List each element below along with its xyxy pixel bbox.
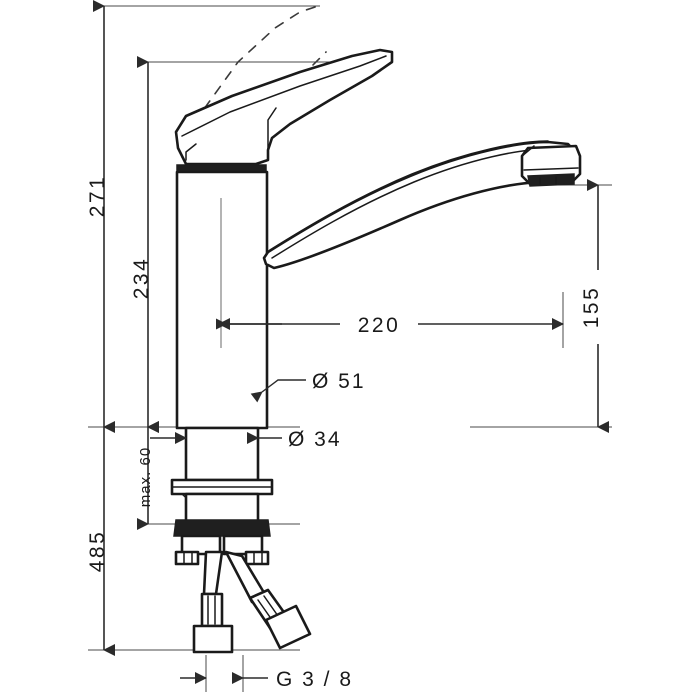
label-base-diameter: Ø 51	[312, 370, 366, 393]
dimension-overall-height: 271	[86, 0, 115, 433]
spout-arm	[262, 140, 582, 270]
dimension-234-label: 234	[130, 257, 153, 300]
dimension-155-label: 155	[580, 286, 603, 329]
dimension-max60-label: max. 60	[137, 447, 154, 507]
dimension-thread: G 3 / 8	[180, 668, 353, 691]
mounting-hardware	[170, 478, 274, 566]
dimension-spout-height: 155	[580, 179, 612, 433]
extension-lines	[88, 5, 612, 692]
faucet-body-column	[175, 164, 269, 430]
label-shank-diameter: Ø 34	[288, 428, 342, 451]
dimension-body-height: 234	[130, 56, 159, 433]
dimension-220-label: 220	[358, 314, 401, 337]
dimension-485-label: 485	[86, 530, 109, 573]
label-thread-size: G 3 / 8	[276, 668, 353, 691]
dimension-max-thickness: max. 60	[137, 421, 159, 530]
leader-shank-diameter: Ø 34	[150, 428, 342, 451]
dimension-hose-length: 485	[86, 427, 115, 656]
connection-hoses	[192, 550, 312, 654]
lever-handle	[174, 48, 394, 166]
dimension-271-label: 271	[86, 175, 109, 218]
leader-base-diameter: Ø 51	[250, 370, 366, 403]
base-shank	[184, 426, 260, 482]
